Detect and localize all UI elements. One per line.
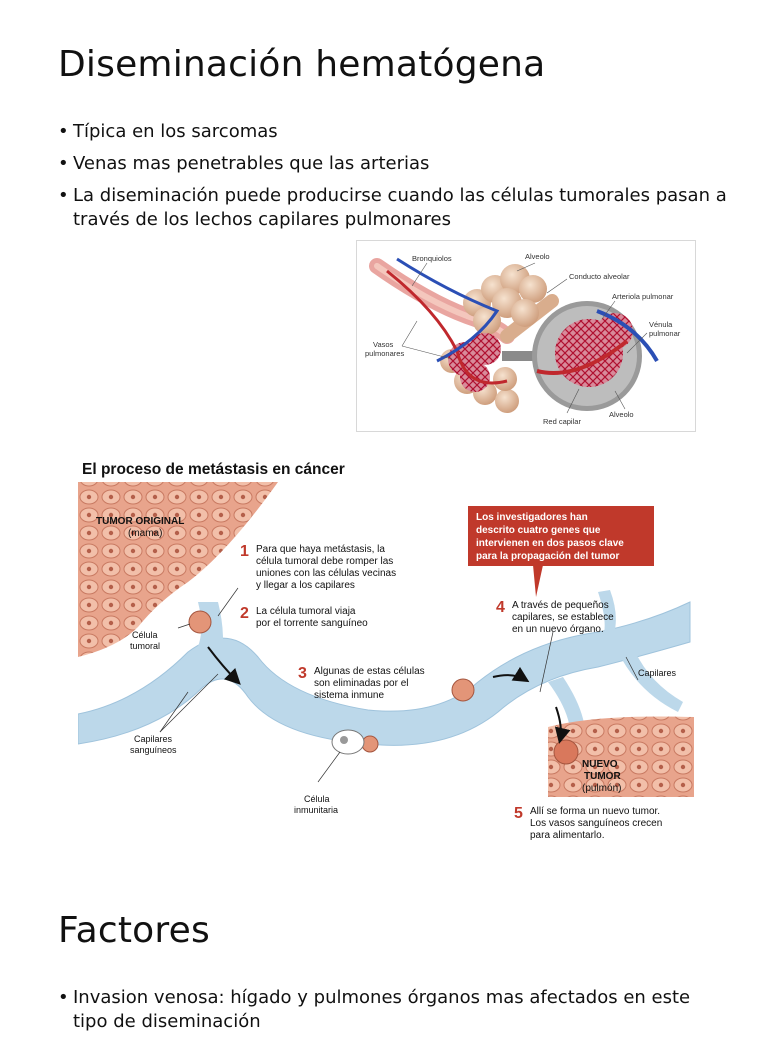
lung-figure: Bronquiolos Alveolo Conducto alveolar Ar… bbox=[356, 240, 696, 432]
bullet-list: Invasion venosa: hígado y pulmones órgan… bbox=[58, 986, 728, 1042]
blood-vessel bbox=[77, 601, 691, 746]
label-nuevo: NUEVO bbox=[582, 759, 618, 770]
immune-cell bbox=[331, 729, 365, 755]
svg-text:Para que haya metástasis, la: Para que haya metástasis, la bbox=[256, 544, 385, 555]
slide-title: Diseminación hematógena bbox=[58, 44, 546, 85]
label-bronquiolos: Bronquiolos bbox=[412, 254, 452, 263]
bullet-item: Venas mas penetrables que las arterias bbox=[58, 152, 728, 176]
svg-text:3: 3 bbox=[298, 665, 307, 682]
svg-text:descrito cuatro genes que: descrito cuatro genes que bbox=[476, 525, 601, 536]
svg-text:Algunas de estas células: Algunas de estas células bbox=[314, 666, 425, 677]
tumor-cell bbox=[188, 610, 212, 634]
svg-text:sistema inmune: sistema inmune bbox=[314, 690, 384, 701]
metastasis-diagram: El proceso de metástasis en cáncer bbox=[77, 461, 694, 841]
label-pulmon: (pulmón) bbox=[582, 783, 621, 794]
svg-text:y llegar a los capilares: y llegar a los capilares bbox=[256, 580, 355, 591]
step-1: 1 Para que haya metástasis, la célula tu… bbox=[240, 543, 396, 591]
label-vasos-1: Vasos bbox=[373, 340, 394, 349]
bullet-list: Típica en los sarcomas Venas mas penetra… bbox=[58, 120, 728, 240]
svg-text:A través de pequeños: A través de pequeños bbox=[512, 600, 609, 611]
svg-text:4: 4 bbox=[496, 599, 505, 616]
researchers-callout: Los investigadores han descrito cuatro g… bbox=[468, 506, 654, 597]
metastasis-figure: El proceso de metástasis en cáncer bbox=[77, 452, 694, 844]
label-capilares-sanguineos-2: sanguíneos bbox=[130, 745, 177, 755]
step-3: 3 Algunas de estas células son eliminada… bbox=[298, 665, 425, 701]
label-celula-tumoral-1: Célula bbox=[132, 630, 158, 640]
step-5: 5 Allí se forma un nuevo tumor. Los vaso… bbox=[514, 805, 662, 841]
svg-text:en un nuevo órgano.: en un nuevo órgano. bbox=[512, 624, 604, 635]
label-red-capilar: Red capilar bbox=[543, 417, 581, 426]
svg-text:5: 5 bbox=[514, 805, 523, 822]
label-tumor: TUMOR bbox=[584, 771, 621, 782]
step-2: 2 La célula tumoral viaja por el torrent… bbox=[240, 605, 368, 629]
svg-text:uniones con las células vecina: uniones con las células vecinas bbox=[256, 568, 396, 579]
label-conducto-alveolar: Conducto alveolar bbox=[569, 272, 630, 281]
label-vasos-2: pulmonares bbox=[365, 349, 404, 358]
section-title: Factores bbox=[58, 910, 210, 951]
svg-text:son eliminadas por el: son eliminadas por el bbox=[314, 678, 409, 689]
label-venula-2: pulmonar bbox=[649, 329, 681, 338]
label-alveolo-top: Alveolo bbox=[525, 252, 550, 261]
label-celula-inmune-2: inmunitaria bbox=[294, 805, 338, 815]
svg-text:célula tumoral debe romper las: célula tumoral debe romper las bbox=[256, 556, 393, 567]
label-capilares: Capilares bbox=[638, 668, 677, 678]
label-arteriola: Arteriola pulmonar bbox=[612, 292, 674, 301]
figure-title: El proceso de metástasis en cáncer bbox=[82, 461, 345, 478]
bullet-item: Típica en los sarcomas bbox=[58, 120, 728, 144]
label-venula-1: Vénula bbox=[649, 320, 673, 329]
label-celula-inmune-1: Célula bbox=[304, 794, 330, 804]
svg-text:Los vasos sanguíneos crecen: Los vasos sanguíneos crecen bbox=[530, 818, 662, 829]
original-tumor-tissue bbox=[78, 482, 278, 657]
tumor-cell bbox=[553, 739, 579, 765]
label-tumor-original: TUMOR ORIGINAL bbox=[96, 516, 184, 527]
tumor-cell bbox=[361, 735, 379, 753]
magnified-view bbox=[532, 301, 659, 411]
svg-text:capilares, se establece: capilares, se establece bbox=[512, 612, 614, 623]
bullet-item: Invasion venosa: hígado y pulmones órgan… bbox=[58, 986, 728, 1034]
svg-text:Allí se forma un nuevo tumor.: Allí se forma un nuevo tumor. bbox=[530, 806, 660, 817]
svg-text:por el torrente sanguíneo: por el torrente sanguíneo bbox=[256, 618, 368, 629]
svg-text:La célula tumoral viaja: La célula tumoral viaja bbox=[256, 606, 356, 617]
svg-text:para alimentarlo.: para alimentarlo. bbox=[530, 830, 604, 841]
svg-text:2: 2 bbox=[240, 605, 249, 622]
label-capilares-sanguineos-1: Capilares bbox=[134, 734, 173, 744]
label-alveolo-bottom: Alveolo bbox=[609, 410, 634, 419]
svg-text:para la propagación del tumor: para la propagación del tumor bbox=[476, 551, 619, 562]
lung-illustration: Bronquiolos Alveolo Conducto alveolar Ar… bbox=[365, 252, 681, 426]
step-4: 4 A través de pequeños capilares, se est… bbox=[496, 599, 614, 635]
svg-text:1: 1 bbox=[240, 543, 249, 560]
label-celula-tumoral-2: tumoral bbox=[130, 641, 160, 651]
bullet-item: La diseminación puede producirse cuando … bbox=[58, 184, 728, 232]
tumor-cell bbox=[451, 678, 475, 702]
label-tumor-mama: (mama) bbox=[128, 528, 162, 539]
svg-text:intervienen en dos pasos clave: intervienen en dos pasos clave bbox=[476, 538, 624, 549]
svg-text:Los investigadores han: Los investigadores han bbox=[476, 512, 588, 523]
new-tumor-tissue bbox=[548, 716, 694, 797]
